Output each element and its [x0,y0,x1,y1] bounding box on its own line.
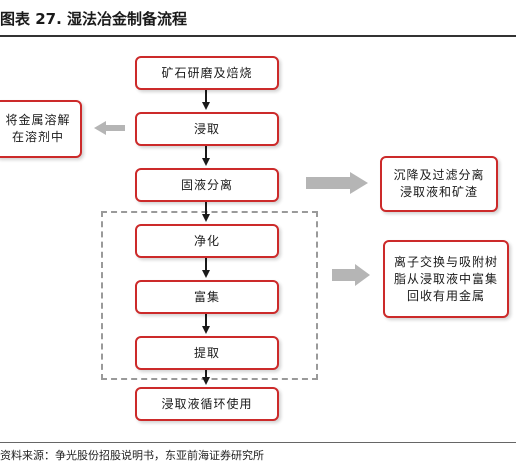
step-enrichment: 富集 [135,280,279,314]
source-rule [0,442,516,443]
figure-source: 资料来源：争光股份招股说明书，东亚前海证券研究所 [0,449,264,462]
step-solid-liquid-separation: 固液分离 [135,168,279,202]
note-settling-filtration: 沉降及过滤分离浸取液和矿渣 [380,156,498,212]
step-extraction: 提取 [135,336,279,370]
figure-title: 图表 27. 湿法冶金制备流程 [0,10,188,28]
note-dissolve-metal: 将金属溶解在溶剂中 [0,100,82,158]
gray-arrow-to-left-note [94,121,125,135]
gray-arrow-to-right-top-note [306,172,368,194]
step-purification: 净化 [135,224,279,258]
note-ion-exchange: 离子交换与吸附树脂从浸取液中富集回收有用金属 [383,240,509,318]
gray-arrow-to-right-bottom-note [332,264,370,286]
step-leachate-recycling: 浸取液循环使用 [135,387,279,421]
step-leaching: 浸取 [135,112,279,146]
title-rule [0,35,516,37]
step-ore-grinding-roasting: 矿石研磨及焙烧 [135,56,279,90]
